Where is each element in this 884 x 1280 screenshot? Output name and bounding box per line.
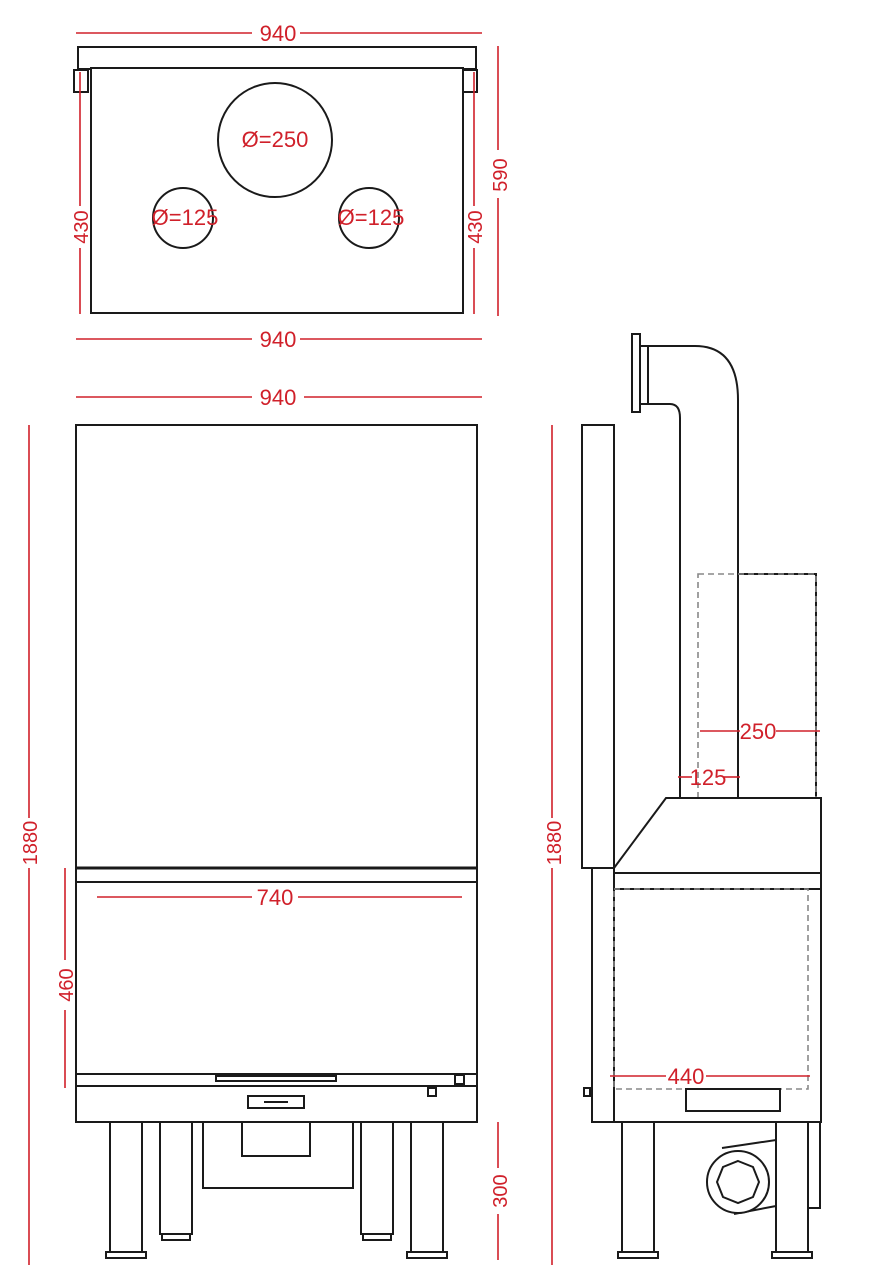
side-rear-bracket: [807, 1121, 821, 1209]
front-foot: [161, 1233, 191, 1241]
front-foot: [362, 1233, 392, 1241]
flue-left-circle: [152, 187, 214, 249]
front-leg: [159, 1121, 193, 1235]
side-hidden-firebox: [613, 888, 809, 1090]
dim-front-width: 940: [260, 385, 297, 410]
side-knob: [583, 1087, 591, 1097]
side-air-intake-nut: [715, 1159, 761, 1205]
side-leg: [775, 1121, 809, 1253]
dim-side-depth: 440: [668, 1064, 705, 1089]
side-flue-collar: [639, 345, 649, 405]
flue-left-label: Ø=125: [152, 205, 219, 230]
front-base: [75, 1085, 478, 1123]
front-foot: [105, 1251, 147, 1259]
dim-depth-left: 430: [71, 210, 93, 243]
front-leg: [410, 1121, 444, 1253]
top-rail: [77, 46, 477, 70]
flue-main-label: Ø=250: [242, 127, 309, 152]
dim-flue-outer: 250: [740, 719, 777, 744]
front-indicator: [427, 1087, 437, 1097]
side-front-post: [591, 867, 615, 1123]
dim-front-height: 1880: [20, 821, 42, 866]
front-handle: [247, 1095, 305, 1109]
dim-depth-total: 590: [490, 158, 512, 191]
dim-width-top: 940: [260, 21, 297, 46]
front-foot: [406, 1251, 448, 1259]
dim-side-height: 1880: [544, 821, 566, 866]
side-hood: [613, 797, 822, 874]
side-front-panel: [581, 424, 615, 869]
side-rear-casing: [737, 573, 817, 799]
front-slot: [215, 1075, 337, 1082]
side-leg: [621, 1121, 655, 1253]
side-flue-outer: [648, 345, 739, 798]
front-knob: [454, 1074, 465, 1085]
front-view: 940 740 1880: [20, 385, 512, 1265]
front-leg: [360, 1121, 394, 1235]
side-view: 1880 250 125 440: [544, 333, 822, 1265]
front-firebox: [75, 881, 478, 1075]
side-ash-drawer: [685, 1088, 781, 1112]
front-band: [75, 867, 478, 883]
left-bracket: [73, 69, 89, 93]
side-flue-flange: [631, 333, 641, 413]
dim-leg-height: 300: [490, 1174, 512, 1207]
front-leg: [109, 1121, 143, 1253]
flue-right-label: Ø=125: [338, 205, 405, 230]
side-band: [613, 872, 822, 890]
dim-flue-inner: 125: [690, 765, 727, 790]
dim-firebox-height: 460: [56, 968, 78, 1001]
side-flue-inner: [648, 403, 681, 798]
front-hood: [75, 424, 478, 869]
top-body: [90, 67, 464, 314]
top-view: Ø=250 Ø=125 Ø=125 940 940 430 430 590: [71, 21, 512, 352]
dim-firebox-width: 740: [257, 885, 294, 910]
right-bracket: [462, 69, 478, 93]
front-air-inlet: [241, 1121, 311, 1157]
flue-right-circle: [338, 187, 400, 249]
side-foot: [771, 1251, 813, 1259]
flue-main-circle: [217, 82, 333, 198]
side-air-duct: [721, 1138, 777, 1215]
dim-width-bottom: 940: [260, 327, 297, 352]
side-foot: [617, 1251, 659, 1259]
side-body: [613, 888, 822, 1123]
dim-depth-right: 430: [465, 210, 487, 243]
